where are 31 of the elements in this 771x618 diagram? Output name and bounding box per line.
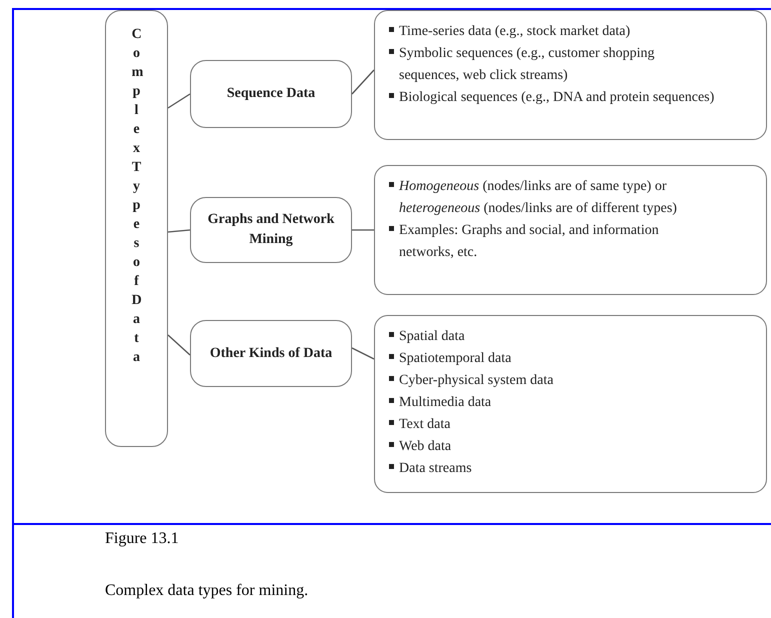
category-label: Other Kinds of Data <box>210 344 332 363</box>
category-box <box>190 197 352 263</box>
bullet-text: Spatial data <box>399 328 465 346</box>
bullet-text: Spatiotemporal data <box>399 350 512 368</box>
bullet-text: Multimedia data <box>399 394 492 412</box>
category-box <box>105 10 168 447</box>
bullet-text: Examples: Graphs and social, and information networks, etc. <box>399 222 660 262</box>
category-box <box>190 320 352 387</box>
connector-line <box>352 229 374 231</box>
category-label: Graphs and Network Mining <box>206 211 336 249</box>
connector-line <box>352 70 374 94</box>
detail-box <box>374 165 767 295</box>
vertical-heading: Complex Types of Data <box>132 26 142 367</box>
detail-box <box>374 315 767 493</box>
bullet-text: Web data <box>399 438 452 456</box>
category-box <box>190 60 352 128</box>
category-label: Sequence Data <box>226 85 316 104</box>
detail-box <box>374 10 767 140</box>
connector-line <box>352 347 374 360</box>
figure-number: Figure 13.1 <box>105 529 179 549</box>
bullet-text: Data streams <box>399 460 472 478</box>
bullet-text: Homogeneous (nodes/links are of same type) or heterogeneous (nodes/links are of different types) <box>399 178 678 218</box>
bullet-text: Symbolic sequences (e.g., customer shopping sequences, web click streams) <box>399 45 656 85</box>
bullet-text: Time-series data (e.g., stock market data) <box>399 23 630 41</box>
bullet-text: Biological sequences (e.g., DNA and protein sequences) <box>399 89 714 107</box>
bullet-text: Text data <box>399 416 450 434</box>
connector-line <box>168 334 190 356</box>
connector-line <box>168 229 190 233</box>
bullet-text: Cyber-physical system data <box>399 372 554 390</box>
figure-caption: Complex data types for mining. <box>105 581 308 601</box>
connector-line <box>168 93 190 109</box>
